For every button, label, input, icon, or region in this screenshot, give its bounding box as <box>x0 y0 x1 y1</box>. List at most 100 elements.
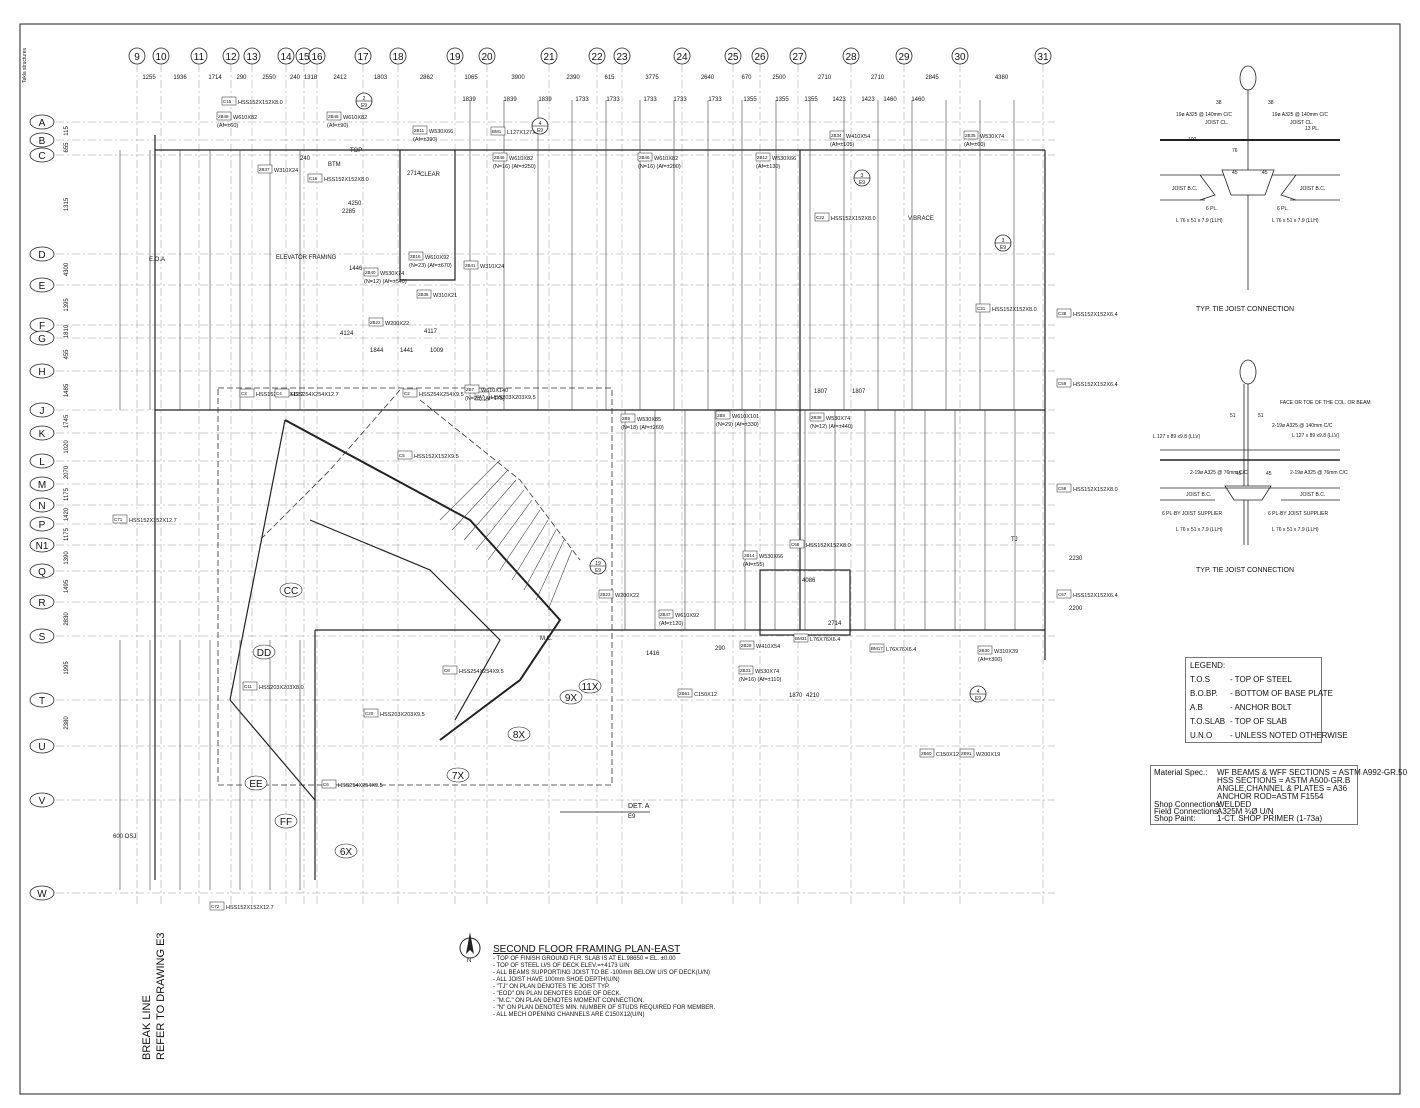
member-size: W530X66 <box>429 129 453 135</box>
annotation: ELEVATOR FRAMING <box>276 255 337 261</box>
svg-text:6 PL-BY JOIST SUPPLIER: 6 PL-BY JOIST SUPPLIER <box>1162 511 1223 517</box>
svg-text:FACE OR TOE OF THE COL. OR BEA: FACE OR TOE OF THE COL. OR BEAM <box>1280 400 1371 406</box>
grid-row-label: N1 <box>36 541 49 552</box>
member-size: HSS152X152X8.0 <box>324 177 369 183</box>
notes-list: - TOP OF FINISH GROUND FLR. SLAB IS AT E… <box>493 956 753 1019</box>
grid-bubble-13 <box>243 47 261 65</box>
shop-connections-label: Shop Connections: <box>1154 800 1222 809</box>
grid-row-label: F <box>39 321 45 332</box>
software-label: Tekla structures <box>22 47 28 83</box>
row-dim: 2070 <box>64 465 70 479</box>
svg-text:E9: E9 <box>975 696 981 702</box>
grid-bubble-19 <box>446 47 464 65</box>
row-dim: 2380 <box>64 716 70 730</box>
member-tag: 2B8 <box>717 413 726 418</box>
row-dim: 4300 <box>64 262 70 276</box>
row-dim: 1315 <box>64 197 70 211</box>
legend-key: B.O.BP. <box>1190 689 1218 698</box>
member-tag: 2B12 <box>757 155 768 160</box>
member-tag: C2 <box>404 391 410 396</box>
member-sub: (N=16) (Af=±110) <box>739 677 782 683</box>
member-tag-box <box>738 665 754 675</box>
annotation: 4250 <box>348 201 362 207</box>
annotation: 240 <box>300 156 311 162</box>
note-line: - "EOD" ON PLAN DENOTES EDGE OF DECK. <box>493 991 622 997</box>
member-sub: (Af=±300) <box>978 657 1002 663</box>
column-dim-2: 1733 <box>673 97 687 103</box>
member-tag: C68 <box>791 542 800 547</box>
column-dim-2: 1839 <box>503 97 517 103</box>
shop-paint-label: Shop Paint: <box>1154 814 1196 823</box>
annotation: 1441 <box>400 348 414 354</box>
section-tag-label: 9X <box>565 693 578 704</box>
member-tag-box <box>677 688 693 698</box>
svg-text:45: 45 <box>1232 170 1238 176</box>
svg-text:2-19ø A325 @ 76mm C/C: 2-19ø A325 @ 76mm C/C <box>1190 470 1248 476</box>
section-tag-9X <box>559 689 583 705</box>
member-size: HSS152X152X6.4 <box>1073 312 1118 318</box>
member-tag: C6 <box>323 782 329 787</box>
note-line: - "M.C." ON PLAN DENOTES MOMENT CONNECTI… <box>493 998 645 1004</box>
member-tag: 2B23 <box>600 592 611 597</box>
det-a-sheet: E9 <box>628 814 636 820</box>
member-size: W610X140 <box>481 388 508 394</box>
member-sub: (N=16) (Af=±250) <box>493 164 536 170</box>
svg-text:L 127 x 89 x9.8 (LLV): L 127 x 89 x9.8 (LLV) <box>1292 433 1340 439</box>
grid-row-bubble-U <box>29 738 55 754</box>
grid-row-label: W <box>37 889 47 900</box>
tie-joist-detail-1 <box>1160 65 1340 290</box>
member-tag: 2B11 <box>414 128 425 133</box>
column-dim-2: 1733 <box>575 97 589 103</box>
member-size: W530X74 <box>380 271 404 277</box>
member-size: HSS152X152X8.0 <box>1073 487 1118 493</box>
column-dim: 1065 <box>464 75 478 81</box>
annotation: CLEAR <box>420 172 441 178</box>
member-size: W310X24 <box>274 168 298 174</box>
member-tag: C4 <box>276 391 282 396</box>
grid-bubble-30 <box>951 47 969 65</box>
grid-col-label: 20 <box>481 52 493 63</box>
annotation: TJ <box>1011 537 1018 543</box>
member-tag: 2B46 <box>639 155 650 160</box>
member-tag: C3 <box>241 391 247 396</box>
svg-text:4: 4 <box>539 121 542 127</box>
legend-row: B.O.BP.- BOTTOM OF BASE PLATE <box>1190 689 1333 698</box>
member-tag: C5 <box>399 453 405 458</box>
row-dim: 1420 <box>64 507 70 521</box>
member-tag-box <box>363 267 379 277</box>
svg-text:4: 4 <box>977 689 980 695</box>
material-line-2: HSS SECTIONS = ASTM A500-GR.B <box>1217 776 1351 785</box>
grid-col-label: 11 <box>194 52 205 63</box>
row-dim: 1810 <box>64 324 70 338</box>
svg-text:L 76 x 51 x 7.9 (LLH): L 76 x 51 x 7.9 (LLH) <box>1272 218 1319 224</box>
column-dim: 2862 <box>420 75 434 81</box>
svg-text:L 76 x 51 x 7.9 (LLH): L 76 x 51 x 7.9 (LLH) <box>1272 527 1319 533</box>
annotation: 2714 <box>407 171 421 177</box>
grid-row-label: N <box>38 501 45 512</box>
column-dim: 1714 <box>208 75 222 81</box>
column-dim: 1803 <box>374 75 388 81</box>
row-dim: 115 <box>64 126 70 136</box>
main-framing <box>154 135 1046 880</box>
member-tag-box <box>1056 378 1072 388</box>
legend-key: U.N.O <box>1190 731 1213 740</box>
member-tag: 2B60 <box>921 751 932 756</box>
member-tag-box <box>809 412 825 422</box>
member-size: W530X66 <box>759 554 783 560</box>
row-dim: 2830 <box>64 612 70 626</box>
member-tag: 2B41 <box>465 263 476 268</box>
column-dim-2: 1839 <box>538 97 552 103</box>
member-tag: C15 <box>223 99 232 104</box>
svg-text:JOIST CL.: JOIST CL. <box>1290 120 1313 126</box>
material-line-1: WF BEAMS & WFF SECTIONS = ASTM A992-GR.5… <box>1217 768 1408 777</box>
